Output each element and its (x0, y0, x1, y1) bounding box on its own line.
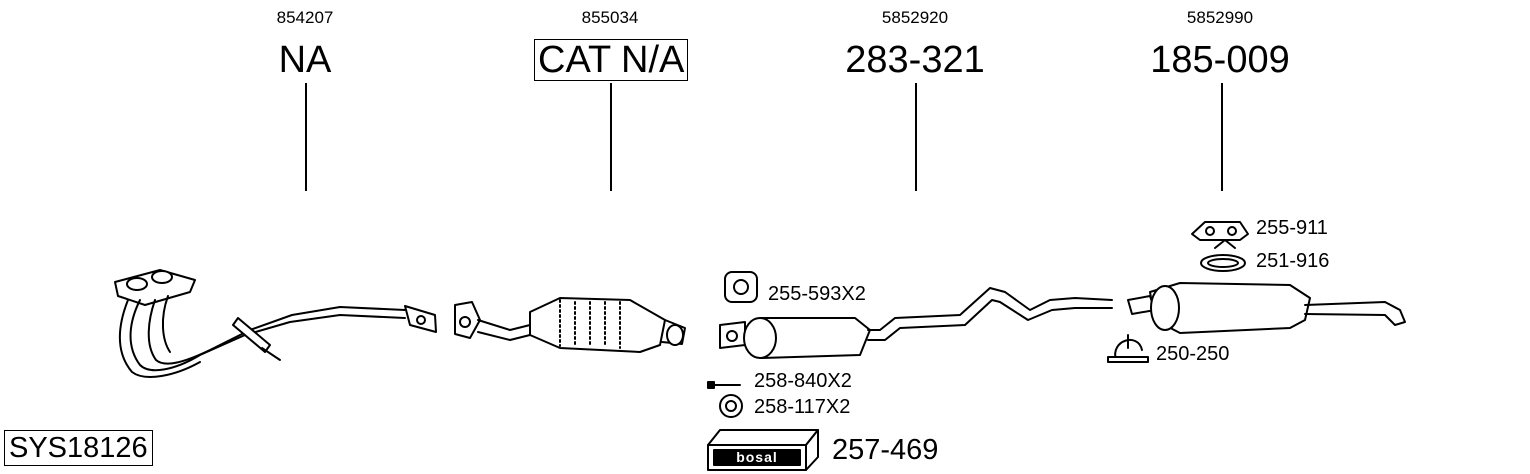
bolt-label: 258-840X2 (754, 370, 852, 392)
clamp-a-label: 251-916 (1256, 250, 1330, 272)
front-pipe-drawing (114, 269, 437, 378)
leader-line-4 (1221, 83, 1223, 191)
hanger-b-label: 255-911 (1256, 217, 1328, 239)
leader-line-3 (915, 83, 917, 191)
catalytic-converter-drawing (454, 297, 686, 353)
clamp-b-label: 250-250 (1156, 343, 1230, 365)
leader-line-1 (305, 83, 307, 191)
part-number-3: 283-321 (845, 39, 985, 81)
part-number-1: NA (278, 39, 332, 81)
system-id: SYS18126 (4, 430, 153, 466)
bolt-icon (707, 381, 741, 389)
rear-silencer-drawing (1127, 282, 1406, 334)
kit-number: 257-469 (832, 434, 939, 466)
hanger-icon-b (1191, 221, 1249, 241)
part-number-2: CAT N/A (534, 39, 689, 81)
clamp-icon-a (1200, 239, 1246, 272)
hanger-icon-a (724, 271, 758, 303)
bosal-kit-box-icon (707, 429, 819, 471)
hanger-a-label: 255-593X2 (768, 283, 866, 305)
ring-label: 258-117X2 (754, 396, 851, 418)
ring-icon (719, 394, 743, 418)
part-number-4: 185-009 (1150, 39, 1290, 81)
bosal-logo: bosal (736, 449, 778, 465)
oe-number-1: 854207 (276, 8, 334, 27)
clamp-icon-b (1107, 334, 1149, 363)
oe-number-4: 5852990 (1186, 8, 1254, 27)
centre-silencer-drawing (719, 287, 1113, 359)
oe-number-3: 5852920 (881, 8, 949, 27)
leader-line-2 (610, 83, 612, 191)
oe-number-2: 855034 (581, 8, 639, 27)
